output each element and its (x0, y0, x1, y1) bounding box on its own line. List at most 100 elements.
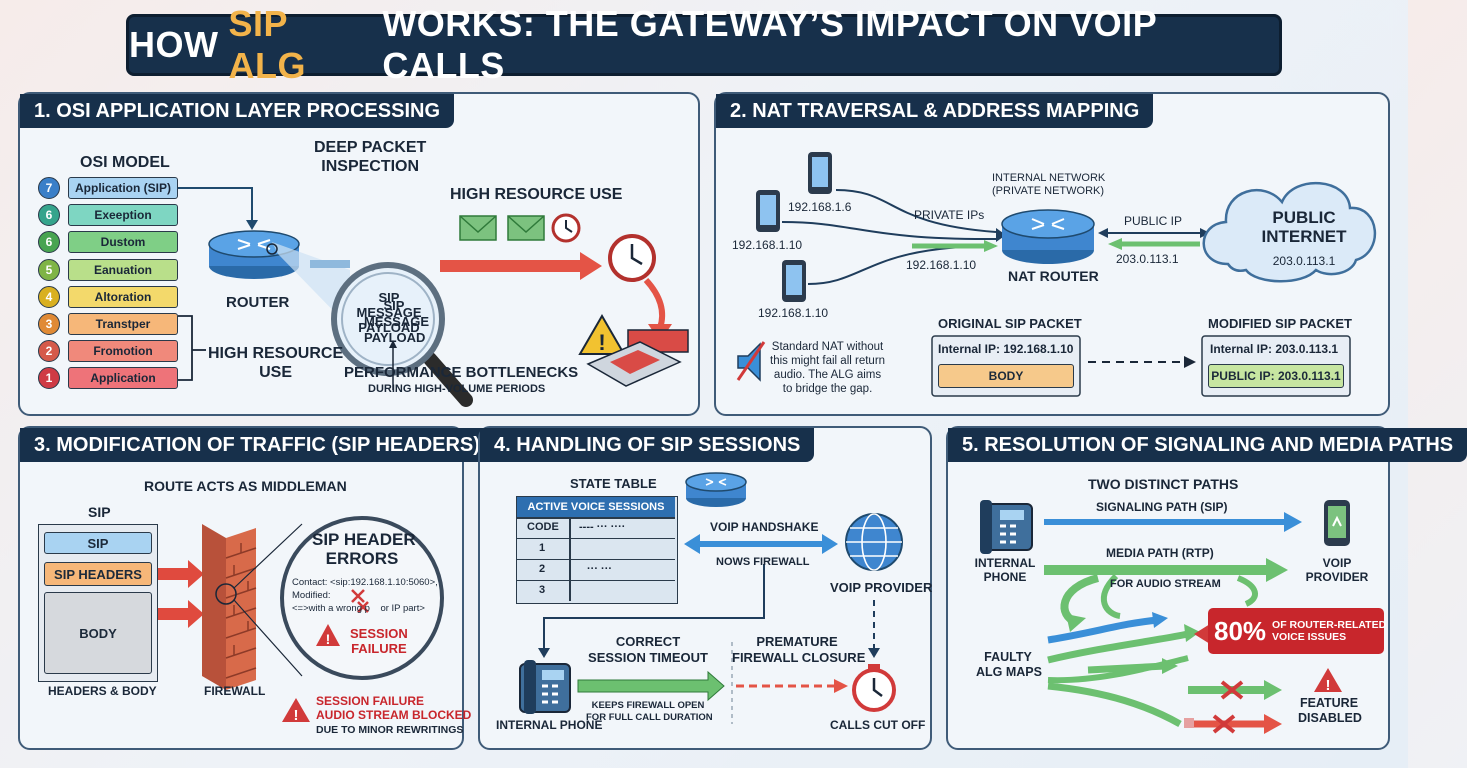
payload-arrow (440, 252, 602, 280)
globe-icon (845, 513, 903, 571)
bracket-lower-layers (178, 315, 193, 381)
line-phone2 (781, 221, 997, 241)
svg-text:!: ! (1326, 677, 1331, 694)
svg-text:!: ! (598, 330, 605, 355)
to-phone-line (543, 564, 765, 650)
nat-note: Standard NAT without this might fail all… (770, 341, 886, 395)
osi-layer-label: Transtper (68, 313, 178, 335)
panel4-graphics (519, 472, 903, 724)
svg-text:!: ! (326, 631, 331, 647)
clock-icon-small (551, 213, 581, 243)
sip-row: SIP (44, 532, 152, 554)
x-mark-2 (1212, 714, 1236, 734)
panel-headers-heading: 3. MODIFICATION OF TRAFFIC (SIP HEADERS) (20, 428, 494, 462)
loop-arrow-2 (1101, 573, 1121, 619)
stat-value: 80% (1214, 615, 1267, 646)
inspection-point (266, 243, 278, 255)
clock-icon-large (608, 234, 656, 282)
lens-label: SIP MESSAGE PAYLOAD (356, 290, 422, 335)
error-x-2 (357, 601, 369, 613)
internal-phone-label: INTERNAL PHONE (496, 718, 603, 732)
osi-layer-label: Fromotion (68, 340, 178, 363)
firewall-label: FIREWALL (204, 684, 266, 698)
osi-layer-label: Altoration (68, 285, 178, 308)
panel5-graphics: ! (980, 500, 1350, 734)
osi-layer-number: 7 (38, 177, 60, 199)
phone-icon-3 (782, 260, 806, 302)
internal-phone-label-5: INTERNAL PHONE (974, 556, 1036, 584)
public-ip-value: 203.0.113.1 (1116, 252, 1179, 266)
dpi-label: DEEP PACKET INSPECTION (314, 139, 427, 175)
osi-model-title: OSI MODEL (80, 154, 170, 171)
blue-branch (1047, 616, 1159, 644)
public-ip-label: PUBLIC IP (1124, 214, 1183, 228)
osi-layer-row: 7 Application (SIP) (38, 177, 178, 199)
phone-icon-1 (808, 152, 832, 194)
session-failure-icon: ! (316, 624, 340, 647)
layer7-arrow-head (246, 220, 258, 230)
state-table-title: ACTIVE VOICE SESSIONS (517, 497, 675, 517)
faulty-label: FAULTY ALG MAPS (976, 650, 1042, 679)
signaling-label: SIGNALING PATH (SIP) (1096, 500, 1228, 514)
osi-layer-number: 2 (38, 340, 60, 363)
router-label: ROUTER (226, 294, 290, 311)
private-ips-label: PRIVATE IPs (914, 208, 985, 222)
hardware-overload-icon (586, 329, 689, 387)
green-branch-1 (1047, 630, 1189, 664)
original-packet-body: BODY (938, 364, 1074, 388)
title-part1: HOW (129, 24, 219, 65)
panel-osi: 1. OSI APPLICATION LAYER PROCESSING OSI … (18, 92, 700, 416)
state-table: ACTIVE VOICE SESSIONS CODE ---- ··· ····… (516, 496, 678, 604)
internal-phone-icon (980, 500, 1033, 554)
warning-title: SESSION FAILURE AUDIO STREAM BLOCKED (316, 694, 472, 722)
panel-osi-heading: 1. OSI APPLICATION LAYER PROCESSING (20, 94, 454, 128)
internal-path-ip: 192.168.1.10 (906, 258, 977, 272)
panel-paths: 5. RESOLUTION OF SIGNALING AND MEDIA PAT… (946, 426, 1467, 750)
ip-label-1: 192.168.1.6 (788, 200, 852, 214)
title-part2: WORKS: THE GATEWAY’S IMPACT ON VOIP CALL… (382, 3, 1157, 86)
layer7-arrow (178, 187, 253, 222)
media-label: MEDIA PATH (RTP) (1106, 546, 1214, 560)
panel-paths-heading: 5. RESOLUTION OF SIGNALING AND MEDIA PAT… (948, 428, 1467, 462)
warning-icon: ! (578, 314, 626, 355)
panel1-graphics: ! (178, 187, 689, 407)
errors-text: Contact: <sip:192.168.1.10:5060>, Modifi… (292, 577, 438, 614)
nows-label: NOWS FIREWALL (716, 556, 810, 568)
feature-warning-icon: ! (1314, 668, 1342, 694)
title-highlight: SIP ALG (228, 3, 306, 86)
osi-layer-label: Dustom (68, 231, 178, 254)
panel-sessions: 4. HANDLING OF SIP SESSIONS STATE TABLE … (478, 426, 932, 750)
cloud-ip: 203.0.113.1 (1272, 254, 1336, 268)
osi-layer-label: Exeeption (68, 204, 178, 227)
stat-pointer (1194, 624, 1210, 644)
row-2: 2 (539, 563, 546, 575)
osi-layer-label: Application (SIP) (68, 177, 178, 199)
envelope-icon-1 (459, 215, 497, 241)
row-3: 3 (539, 584, 546, 596)
calls-cut-label: CALLS CUT OFF (830, 718, 926, 732)
error-x-1 (351, 589, 365, 603)
clock-curve-arrow (643, 277, 666, 329)
voip-provider-phone-icon (1324, 500, 1350, 546)
error-point (215, 583, 237, 605)
page-title: HOW SIP ALG WORKS: THE GATEWAY’S IMPACT … (126, 3, 1282, 86)
original-packet-title: ORIGINAL SIP PACKET (938, 316, 1082, 331)
muted-speaker-icon (736, 341, 766, 382)
osi-layer-number: 3 (38, 313, 60, 335)
x-mark-1 (1220, 680, 1244, 700)
modified-packet-title: MODIFIED SIP PACKET (1208, 316, 1352, 331)
warning-bottom-icon: ! (282, 698, 310, 724)
state-table-label: STATE TABLE (570, 476, 657, 491)
desk-phone-icon (519, 660, 571, 714)
osi-layer-row: 2 Fromotion (38, 340, 178, 363)
timeout-arrow (577, 670, 725, 702)
body-arrow (158, 600, 204, 628)
headers-arrow (158, 560, 204, 588)
premature-label: PREMATURE FIREWALL CLOSURE (732, 634, 866, 665)
middleman-label: ROUTE ACTS AS MIDDLEMAN (144, 478, 347, 494)
audio-label: FOR AUDIO STREAM (1110, 578, 1221, 590)
stat-text: OF ROUTER-RELATED VOICE ISSUES (1272, 619, 1387, 643)
bottleneck-sub: DURING HIGH-VOLUME PERIODS (368, 383, 546, 395)
